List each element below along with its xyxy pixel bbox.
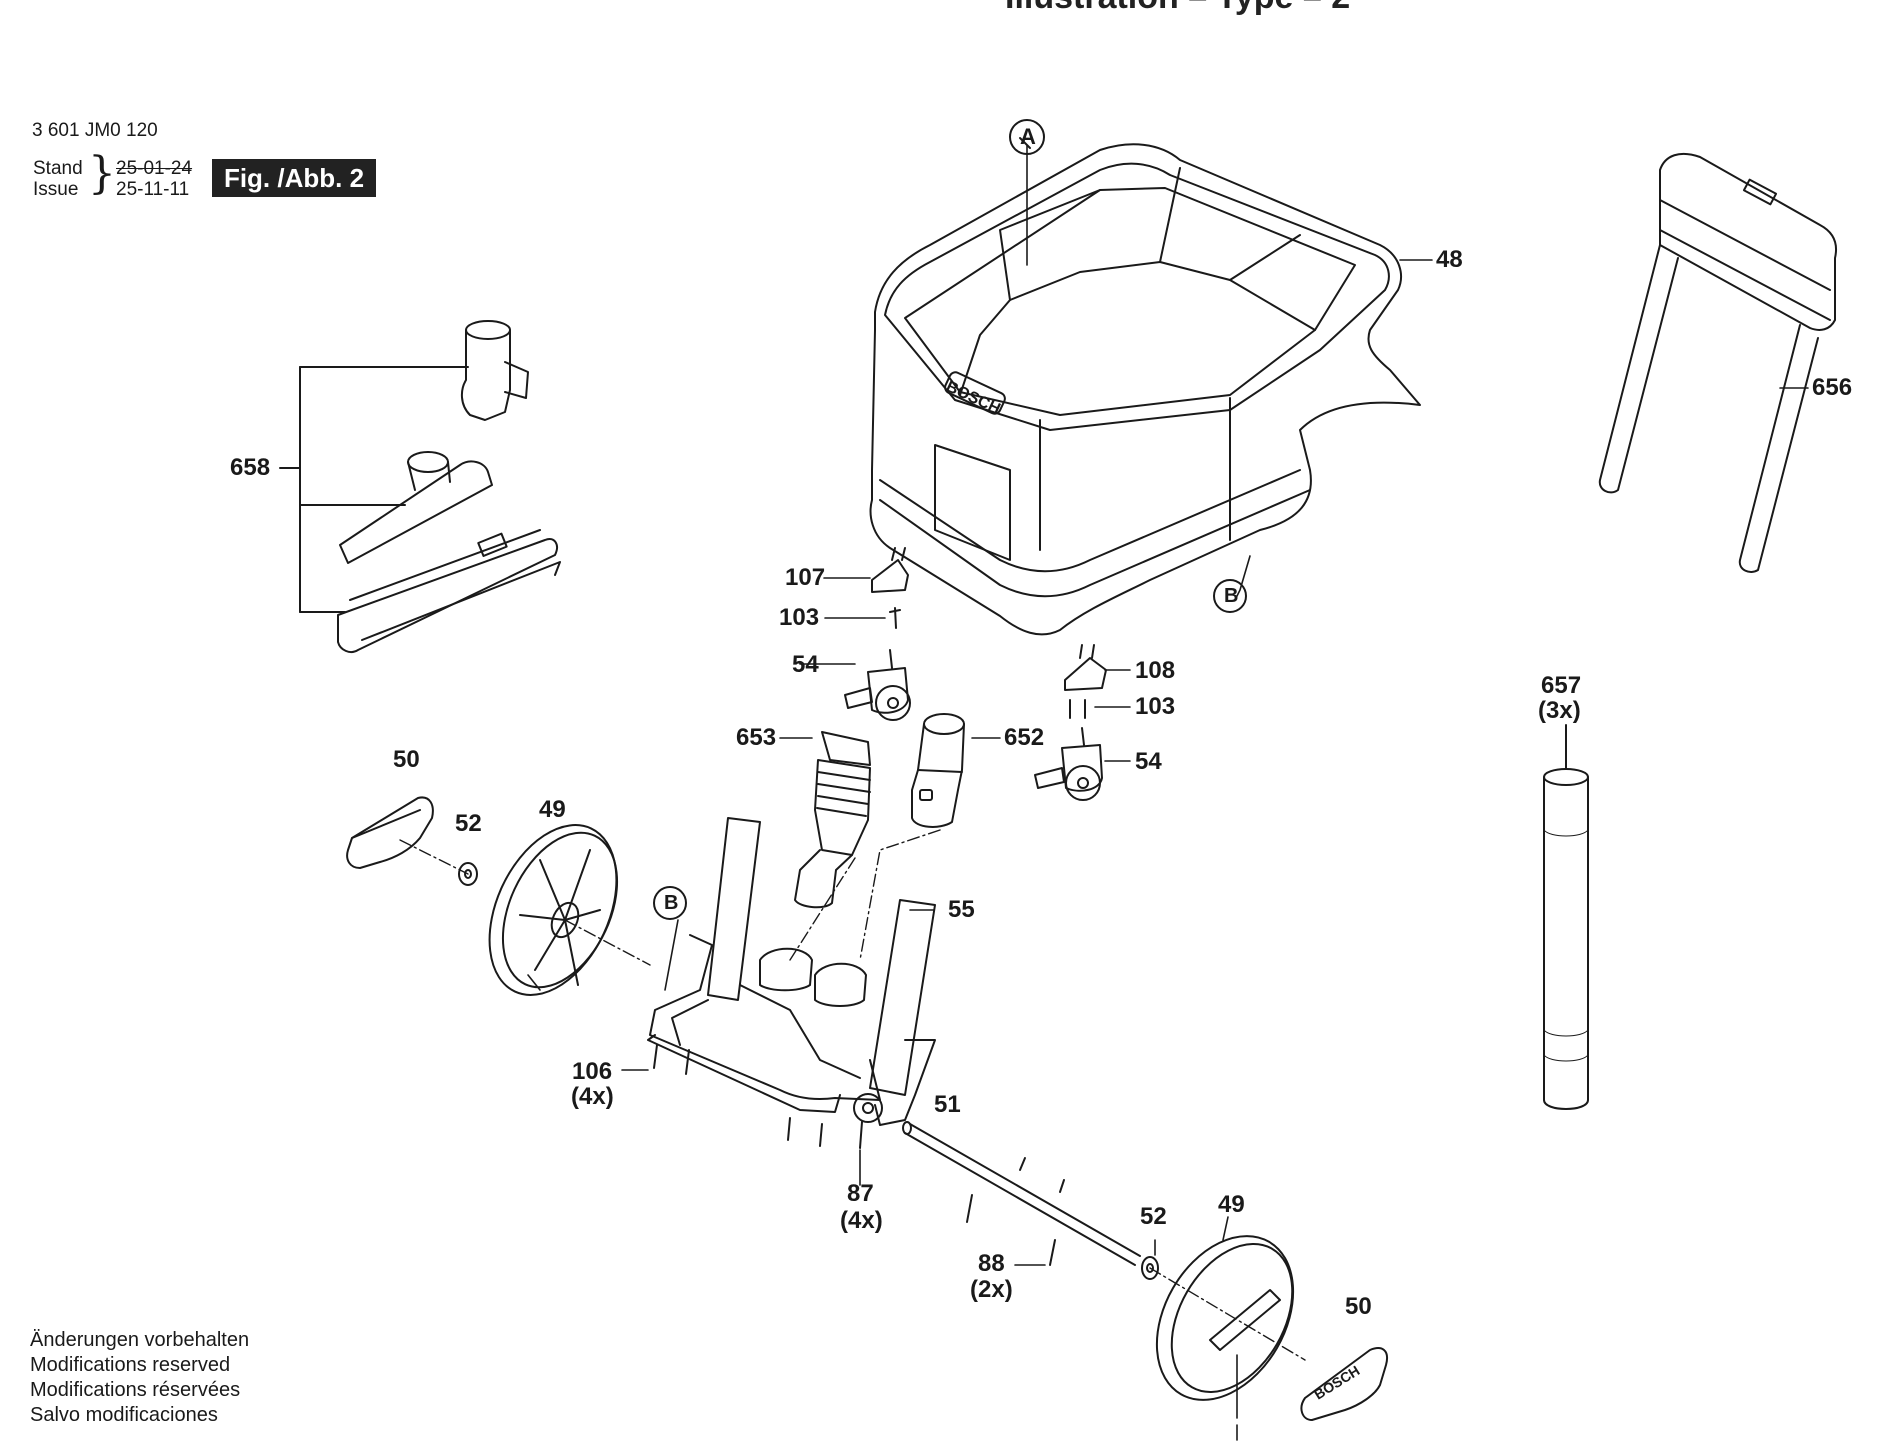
label-55: 55 [948, 896, 975, 923]
label-88: 88 [978, 1250, 1005, 1277]
part-number: 3 601 JM0 120 [32, 120, 158, 141]
hose-connector-653 [794, 731, 871, 909]
label-106: 106 [572, 1058, 613, 1085]
figure-badge: Fig. /Abb. 2 [212, 159, 376, 197]
label-657-qty: (3x) [1538, 697, 1581, 724]
label-656: 656 [1812, 374, 1853, 401]
label-652: 652 [1004, 724, 1045, 751]
washer-52-a [458, 862, 478, 886]
label-103-b: 103 [1135, 693, 1176, 720]
label-106-qty: (4x) [571, 1083, 614, 1110]
label-653: 653 [736, 724, 777, 751]
label-54-b: 54 [1135, 748, 1162, 775]
label-87-qty: (4x) [840, 1207, 883, 1234]
label-657: 657 [1541, 672, 1582, 699]
screw-103-b [1069, 699, 1086, 719]
axle-51 [902, 1121, 1141, 1266]
label-103-a: 103 [779, 604, 820, 631]
screw-87 [787, 1117, 863, 1149]
label-52-b: 52 [1140, 1203, 1167, 1230]
disclaimer-fr: Modifications réservées [30, 1379, 241, 1401]
foot-107 [871, 547, 909, 593]
wheel-49-a [488, 824, 619, 996]
label-107: 107 [785, 564, 826, 591]
stand-date: 25-01-24 [116, 158, 193, 179]
label-88-qty: (2x) [970, 1276, 1013, 1303]
issue-label: Issue [33, 179, 79, 200]
callout-circle-b-frame [653, 886, 687, 920]
callout-b-bin: B [1224, 585, 1239, 607]
wheel-49-b [1155, 1235, 1295, 1401]
label-54-a: 54 [792, 651, 819, 678]
issue-date: 25-11-11 [116, 179, 190, 200]
hub-cap-50-a [346, 796, 434, 869]
assembly-axis-lines [399, 829, 1306, 1361]
castor-54-b [1034, 727, 1103, 801]
bin-container [869, 137, 1421, 636]
label-108: 108 [1135, 657, 1176, 684]
hose-connector-652 [911, 713, 965, 828]
callout-circle-b-bin [1213, 579, 1247, 613]
foot-108 [1064, 644, 1107, 691]
page-title: Illustration – Type – 2 [1005, 0, 1350, 17]
label-50-a: 50 [393, 746, 420, 773]
callout-a: A [1020, 124, 1036, 149]
label-51: 51 [934, 1091, 961, 1118]
telescopic-handle [1598, 152, 1838, 573]
label-52-a: 52 [455, 810, 482, 837]
hub-cap-50-b [1300, 1347, 1388, 1421]
screw-106 [653, 1044, 690, 1075]
label-87: 87 [847, 1180, 874, 1207]
disclaimer-en: Modifications reserved [30, 1354, 231, 1376]
stand-label: Stand [33, 158, 83, 179]
bosch-logo-cap: BOSCH [1311, 1362, 1362, 1402]
chassis-frame-55 [647, 817, 936, 1126]
label-50-b: 50 [1345, 1293, 1372, 1320]
accessory-set [279, 320, 561, 653]
callout-circle-a [1009, 119, 1045, 155]
callout-b-frame: B [664, 892, 679, 914]
label-49-b: 49 [1218, 1191, 1245, 1218]
brace-glyph: } [88, 148, 116, 199]
label-658: 658 [230, 454, 271, 481]
disclaimer-es: Salvo modificaciones [30, 1404, 218, 1426]
label-48: 48 [1436, 246, 1463, 273]
extension-tube [1543, 724, 1589, 1110]
disclaimer-de: Änderungen vorbehalten [30, 1329, 250, 1351]
castor-54-a [844, 649, 911, 721]
label-49-a: 49 [539, 796, 566, 823]
leader-lines [527, 145, 1809, 1441]
screw-103-a [889, 607, 901, 629]
washer-52-b [1141, 1256, 1159, 1280]
screw-88 [966, 1194, 1056, 1266]
